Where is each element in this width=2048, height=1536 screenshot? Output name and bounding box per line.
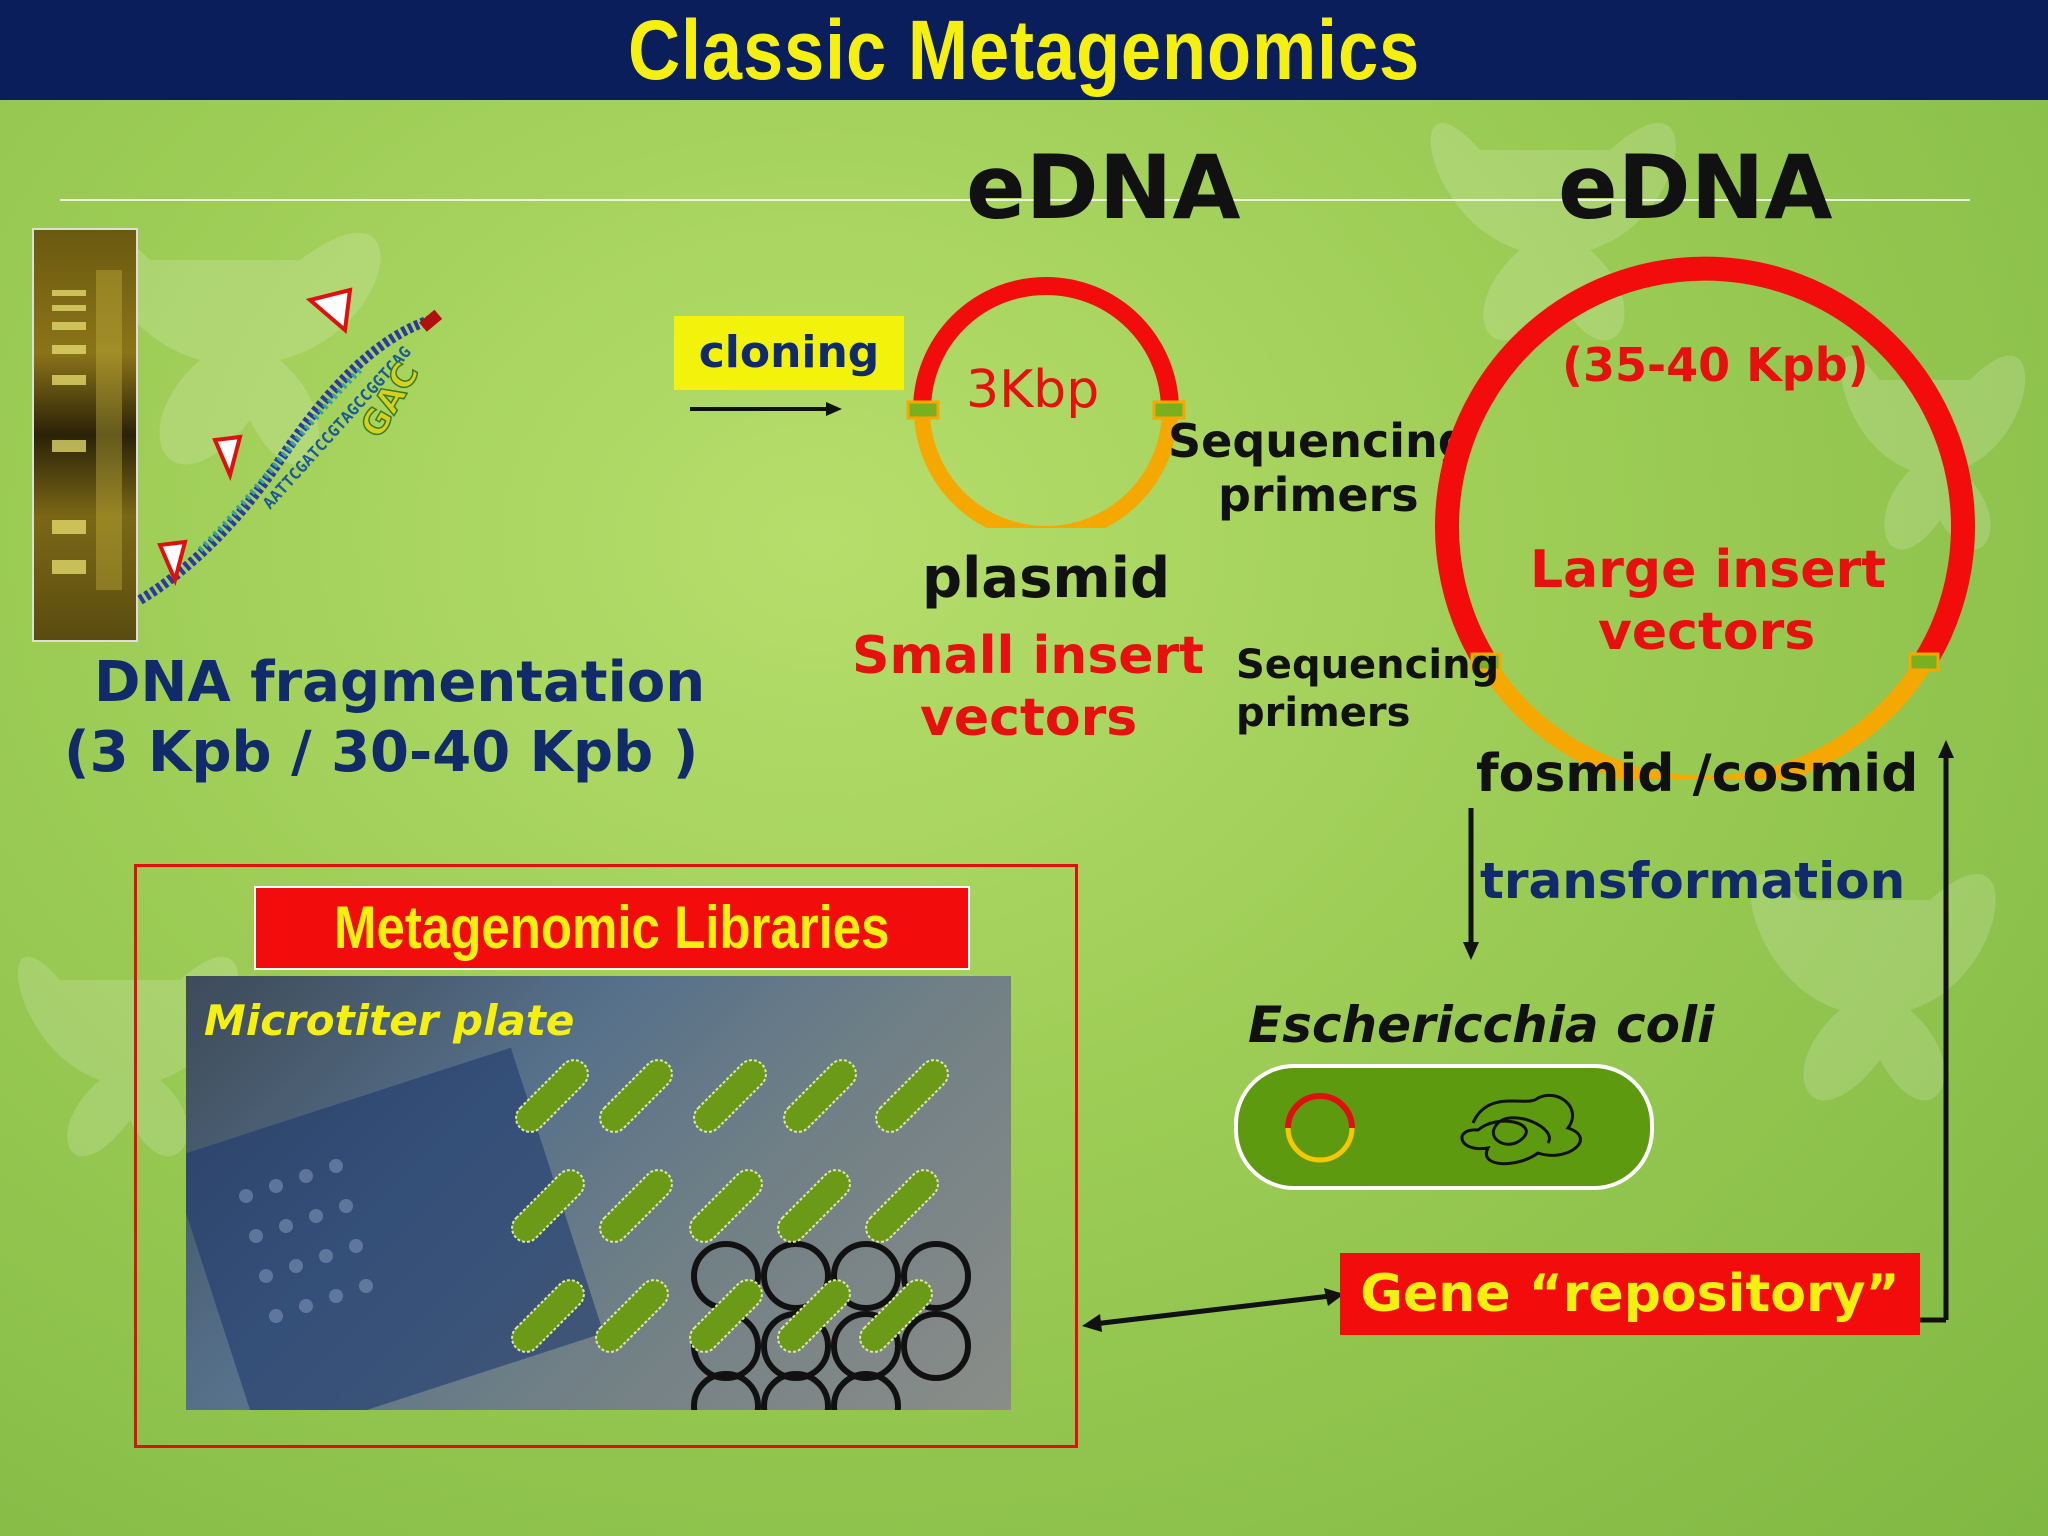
plasmid-type-line1: Small insert: [852, 626, 1205, 686]
microtiter-plate-label: Microtiter plate: [204, 996, 575, 1045]
fosmid-edna-label: eDNA: [1558, 136, 1833, 239]
metagenomic-library-box: [134, 864, 1078, 1448]
transformation-label: transformation: [1480, 852, 1906, 910]
transformation-arrow: [1463, 808, 1479, 960]
fosmid-name-label: fosmid /cosmid: [1476, 744, 1919, 804]
library-title: Metagenomic Libraries: [254, 886, 970, 970]
plasmid-type-line2: vectors: [920, 688, 1138, 748]
gene-repository-label: Gene “repository”: [1340, 1253, 1920, 1335]
gel-electrophoresis-image: [32, 228, 138, 642]
microtiter-plate-photo: [186, 976, 1011, 1410]
plasmid-ring: [906, 277, 1186, 528]
fosmid-type-line2: vectors: [1598, 602, 1816, 662]
plasmid-primers-line1: Sequencing: [1168, 414, 1471, 468]
title-banner: [0, 0, 2048, 100]
gel-bands: [52, 270, 122, 590]
fragmentation-label-line1: DNA fragmentation: [94, 650, 706, 715]
page-title: Classic Metagenomics: [627, 3, 1421, 97]
fosmid-primers-line1: Sequencing: [1236, 642, 1500, 688]
fragmentation-label-line2: (3 Kpb / 30-40 Kpb ): [64, 720, 699, 785]
plasmid-name-label: plasmid: [922, 546, 1171, 611]
fosmid-ring: [1435, 256, 1975, 780]
ecoli-label: Eschericchia coli: [1248, 996, 1715, 1054]
plasmid-primers-line2: primers: [1218, 468, 1419, 522]
cloning-label: cloning: [674, 316, 904, 390]
library-title-text: Metagenomic Libraries: [334, 894, 890, 961]
dna-fragment-strand: AATTCGATCCGTAGCCGGTCAG GAC: [137, 287, 443, 605]
cloning-arrow: [690, 402, 842, 416]
ecoli-contents: [1285, 1093, 1582, 1166]
fosmid-size-label: (35-40 Kpb): [1562, 338, 1869, 392]
plasmid-edna-label: eDNA: [966, 136, 1241, 239]
chromosome-icon: [1460, 1093, 1582, 1166]
repository-arrows: [1082, 740, 1954, 1332]
plasmid-size-label: 3Kbp: [966, 360, 1100, 420]
cut-site-icons: [157, 287, 353, 587]
bacteria-cells: [511, 1059, 949, 1353]
fosmid-type-line1: Large insert: [1530, 540, 1887, 600]
fosmid-primers-line2: primers: [1236, 690, 1411, 736]
ecoli-cell: [1234, 1064, 1654, 1190]
microtiter-plate-illustration: [186, 1047, 971, 1410]
